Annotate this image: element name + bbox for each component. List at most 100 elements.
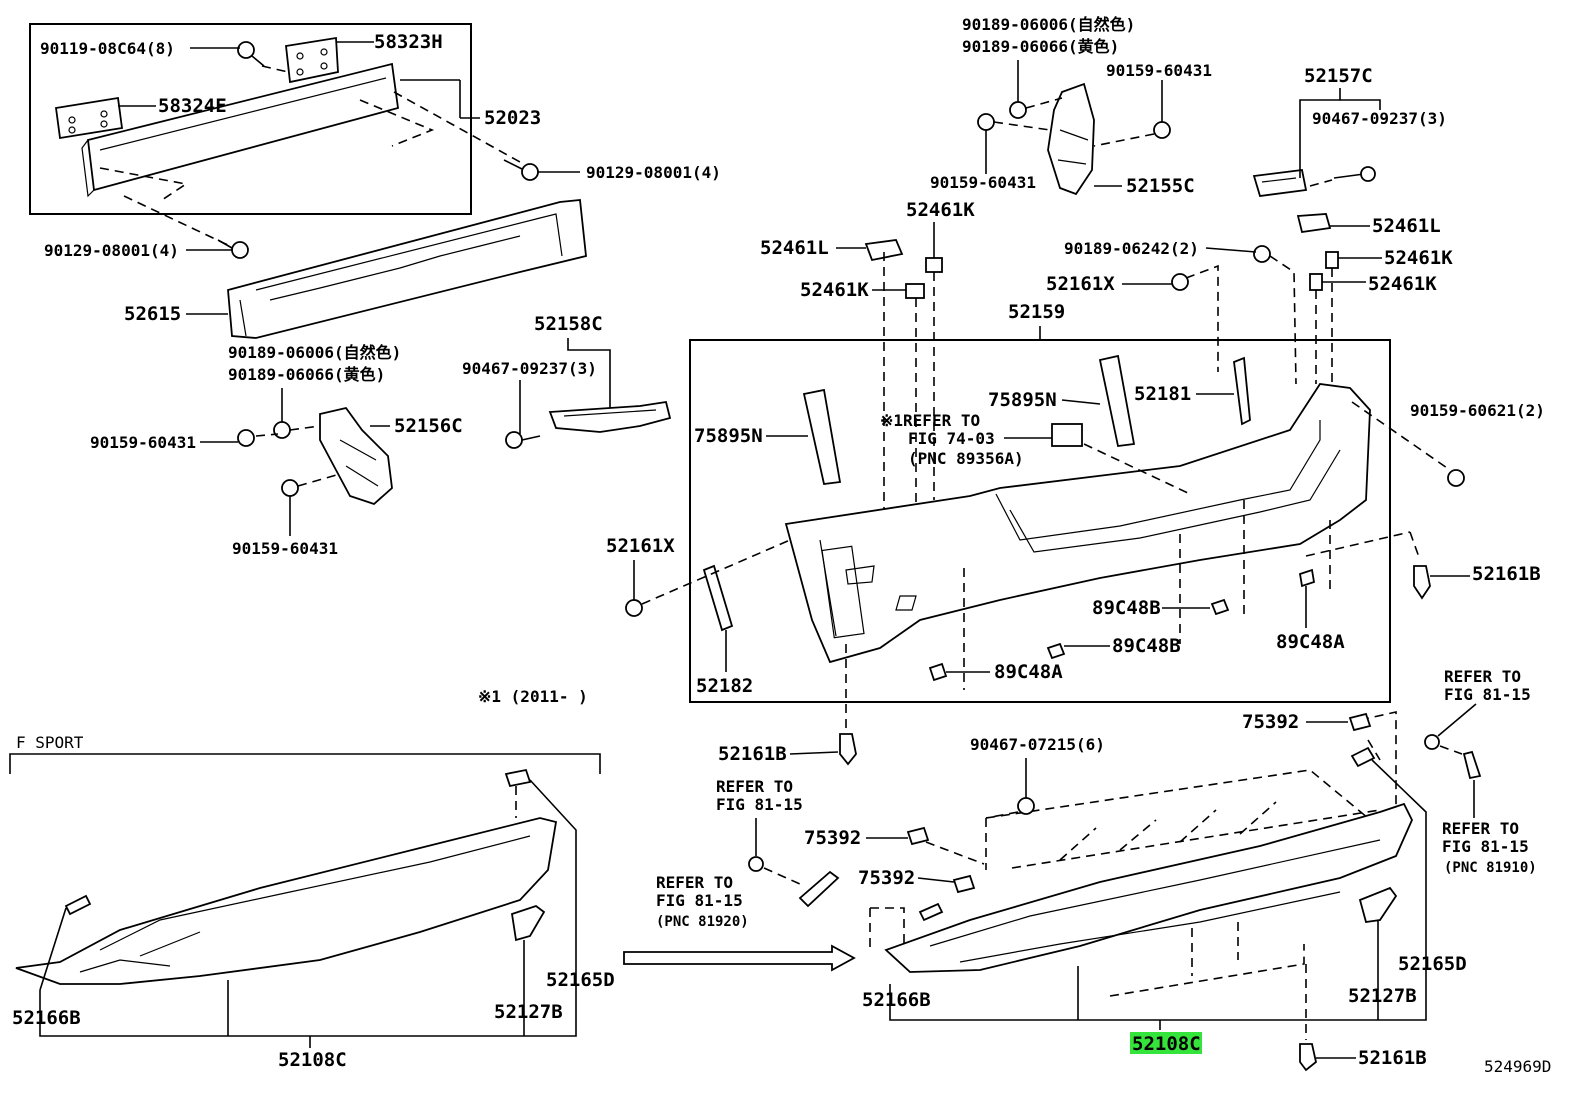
lower-cover-fsport-part [15, 817, 558, 985]
protector-75895N-left-part [802, 388, 842, 485]
label-75392-c: 75392 [858, 867, 915, 889]
retainer-52181-part [1233, 356, 1251, 426]
label-90189-06066-left: 90189-06066(黄色) [228, 365, 385, 384]
pad-52461K-top-part [925, 257, 943, 273]
standard-leader [889, 759, 1427, 1021]
label-75895N-right: 75895N [988, 389, 1057, 411]
label-90159-60431-left1: 90159-60431 [90, 433, 196, 452]
screw-90159-60621-part [1447, 469, 1465, 487]
pad-52461L-left-part [864, 239, 904, 262]
label-90467-09237-left: 90467-09237(3) [462, 359, 597, 378]
clip-90189-06242-part [1253, 245, 1271, 263]
label-52461K-right1: 52461K [1384, 247, 1453, 269]
ref3-line1: REFER TO [656, 873, 733, 892]
retainer-52182-part [702, 564, 734, 632]
ref3-line2: FIG 81-15 [656, 891, 743, 910]
label-52461K-left: 52461K [800, 279, 869, 301]
label-52161B-right: 52161B [1472, 563, 1541, 585]
label-90159-60431-right2: 90159-60431 [930, 173, 1036, 192]
ref2-line1: REFER TO [716, 777, 793, 796]
screw-90467-left-part [505, 431, 541, 449]
note-pnc: (PNC 89356A) [908, 449, 1024, 468]
lower-cover-standard-part [884, 802, 1413, 973]
label-52127B-right: 52127B [1348, 985, 1417, 1007]
reflector-81920-part [798, 870, 840, 908]
screw-90159-left-a-part [237, 429, 255, 447]
bracket-52166B-right-part [918, 902, 944, 922]
bracket-right-part [285, 36, 339, 84]
screw-90159-right-a-part [977, 113, 995, 174]
label-90189-06006-left: 90189-06006(自然色) [228, 343, 401, 362]
label-90119-08C64: 90119-08C64(8) [40, 39, 175, 58]
label-58323H: 58323H [374, 31, 443, 53]
clip-75392-c-part [952, 874, 976, 894]
bracket-52165D-left-part [510, 904, 546, 942]
ref2-line2: FIG 81-15 [716, 795, 803, 814]
label-52156C: 52156C [394, 415, 463, 437]
note-fig: FIG 74-03 [908, 429, 995, 448]
label-52023: 52023 [484, 107, 541, 129]
clip-89C48B-2-part [1046, 642, 1066, 660]
reflector-81910-part [1462, 750, 1482, 780]
label-90159-60431-right1: 90159-60431 [1106, 61, 1212, 80]
label-52181: 52181 [1134, 383, 1191, 405]
label-89C48B-1: 89C48B [1092, 597, 1161, 619]
bracket-52166B-left-part [64, 894, 92, 916]
label-90189-06242: 90189-06242(2) [1064, 239, 1199, 258]
clip-81920-part [748, 818, 764, 872]
note-year: ※1 (2011- ) [478, 687, 588, 706]
label-52165D-right: 52165D [1398, 953, 1467, 975]
bolt-90129-right-part [503, 159, 539, 181]
ref1-line1: REFER TO [1444, 667, 1521, 686]
label-52161X-top: 52161X [1046, 273, 1115, 295]
pad-52461L-right-part [1296, 213, 1332, 234]
label-52615: 52615 [124, 303, 181, 325]
energy-absorber-part [227, 199, 587, 339]
rear-bumper-cover-part [784, 383, 1371, 664]
bolt-90119-part [237, 41, 265, 67]
clip-52161X-left-part [625, 560, 643, 617]
clip-89C48B-1-part [1210, 598, 1230, 616]
protector-75895N-right-part [1098, 354, 1136, 447]
label-52161B-mid: 52161B [718, 743, 787, 765]
fsport-leader [39, 779, 577, 1037]
bolt-90129-left-part [217, 239, 249, 259]
label-89356A-part [1051, 423, 1083, 447]
bumper-reinforcement-part [81, 62, 399, 198]
pad-52461K-right1-part [1325, 251, 1339, 269]
label-52155C: 52155C [1126, 175, 1195, 197]
ref4-line1: REFER TO [1442, 819, 1519, 838]
label-52165D-left: 52165D [546, 969, 615, 991]
label-90129-08001-right: 90129-08001(4) [586, 163, 721, 182]
arrow-to-standard [623, 944, 856, 972]
label-52461L-right: 52461L [1372, 215, 1441, 237]
ref3-line3: (PNC 81920) [656, 914, 749, 930]
screw-90159-right-b-part [1153, 80, 1171, 139]
label-90467-09237-right: 90467-09237(3) [1312, 109, 1447, 128]
clip-75392-b-part [906, 826, 930, 846]
bumper-side-bracket-right-part [1047, 82, 1095, 196]
label-90189-06006-right: 90189-06006(自然色) [962, 15, 1135, 34]
clip-81910-part [1424, 703, 1477, 750]
clip-89C48A-1-part [928, 662, 948, 682]
label-52108C-right[interactable]: 52108C [1132, 1033, 1201, 1055]
highlight-52108C [1130, 1032, 1202, 1054]
bracket-left-part [54, 96, 124, 140]
pad-52461K-left-part [905, 283, 925, 299]
retainer-52158C-part [548, 400, 672, 433]
screw-90467-07215-part [1017, 758, 1035, 815]
reinforcement-group-box [29, 23, 472, 215]
bracket-52165D-right-part [1358, 886, 1398, 924]
screw-90159-left-b-part [281, 479, 299, 536]
label-52161B-bottom: 52161B [1358, 1047, 1427, 1069]
clip-52161B-bottom-part [1299, 1043, 1318, 1072]
label-89C48A-1: 89C48A [994, 661, 1063, 683]
label-90467-07215: 90467-07215(6) [970, 735, 1105, 754]
label-52166B-right: 52166B [862, 989, 931, 1011]
label-90129-08001-left: 90129-08001(4) [44, 241, 179, 260]
label-52161X-left: 52161X [606, 535, 675, 557]
label-90159-60431-left2: 90159-60431 [232, 539, 338, 558]
label-75392-a: 75392 [1242, 711, 1299, 733]
screw-90467-right-part [1333, 166, 1376, 182]
label-52157C: 52157C [1304, 65, 1373, 87]
